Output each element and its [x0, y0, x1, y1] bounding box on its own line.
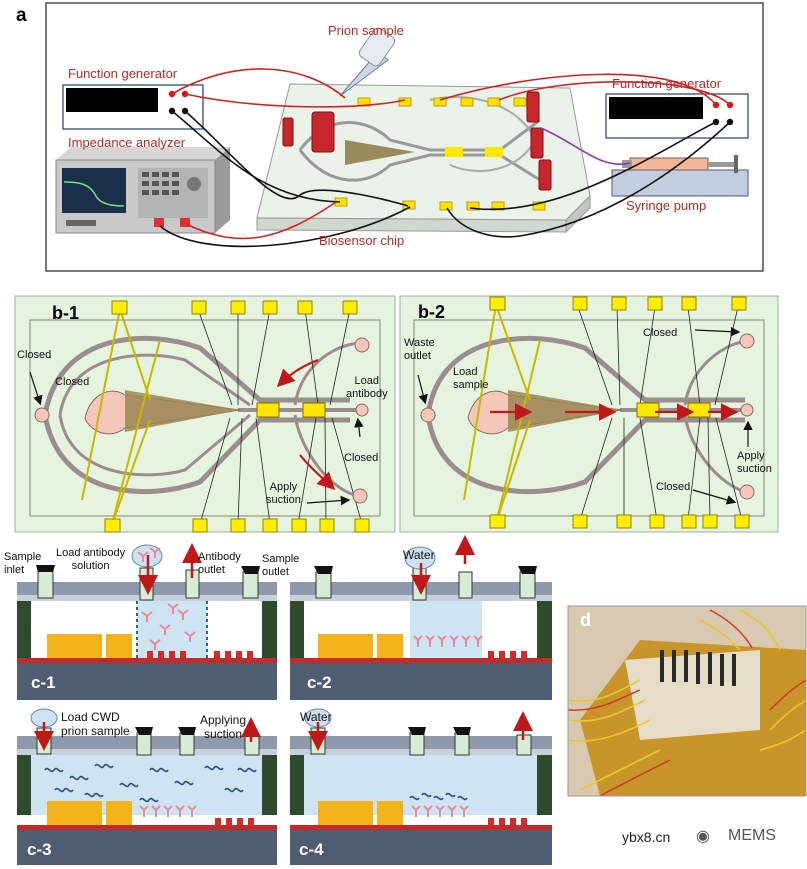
function-generator-left	[62, 84, 204, 130]
panel-c3	[17, 708, 277, 865]
b1-closed-inner: Closed	[55, 376, 90, 388]
panel-b2	[399, 295, 779, 533]
panel-a-letter: a	[16, 5, 27, 26]
panel-d-letter: d	[580, 610, 591, 630]
panel-b1-letter: b-1	[52, 303, 79, 323]
panel-c2-letter: c-2	[307, 673, 332, 692]
b2-apply-suction: Apply suction	[737, 450, 772, 475]
b2-closed-top: Closed	[643, 327, 678, 339]
c4-water: Water	[300, 710, 332, 724]
panel-d-photo	[567, 605, 807, 797]
panel-c2	[290, 535, 552, 700]
panel-c4-letter: c-4	[299, 840, 324, 859]
b2-load-sample: Load sample	[453, 366, 489, 391]
b1-apply-suction: Apply suction	[266, 481, 301, 506]
b1-load-antibody: Load antibody	[346, 375, 388, 400]
prion-sample-label: Prion sample	[328, 23, 404, 38]
c1-antibody-outlet: Antibody outlet	[198, 551, 241, 576]
b1-closed-right: Closed	[344, 452, 379, 464]
c3-load-cwd: Load CWD prion sample	[61, 710, 130, 738]
biosensor-chip-label: Biosensor chip	[319, 233, 405, 248]
panel-c1	[17, 543, 277, 700]
panel-c1-letter: c-1	[31, 673, 56, 692]
watermark-brand: MEMS	[728, 827, 776, 844]
panel-a	[45, 2, 764, 272]
function-generator-left-label: Function generator	[68, 66, 178, 81]
panel-c3-letter: c-3	[27, 840, 52, 859]
function-generator-right	[605, 93, 749, 139]
impedance-analyzer-label: Impedance analyzer	[68, 135, 186, 150]
panel-c4	[290, 708, 552, 865]
c2-water: Water	[403, 548, 435, 562]
b2-closed-bottom: Closed	[656, 481, 691, 493]
panel-b1	[14, 295, 396, 533]
syringe-pump-label: Syringe pump	[626, 198, 707, 213]
wechat-icon: ◉	[696, 828, 710, 845]
b1-closed-left: Closed	[17, 349, 52, 361]
panel-a-wires	[159, 68, 731, 248]
b2-waste-outlet: Waste outlet	[404, 337, 435, 362]
syringe-pump	[611, 155, 749, 197]
panel-b2-letter: b-2	[418, 302, 445, 322]
c1-load-antibody-solution: Load antibody solution	[56, 547, 126, 572]
impedance-analyzer	[55, 147, 230, 234]
watermark-site: ybx8.cn	[622, 829, 671, 845]
c3-applying-suction: Applying suction	[200, 713, 247, 741]
c1-sample-inlet: Sample inlet	[4, 551, 42, 576]
biosensor-chip-3d	[256, 27, 591, 234]
function-generator-right-label: Function generator	[612, 76, 722, 91]
c1-sample-outlet: Sample outlet	[262, 553, 300, 578]
